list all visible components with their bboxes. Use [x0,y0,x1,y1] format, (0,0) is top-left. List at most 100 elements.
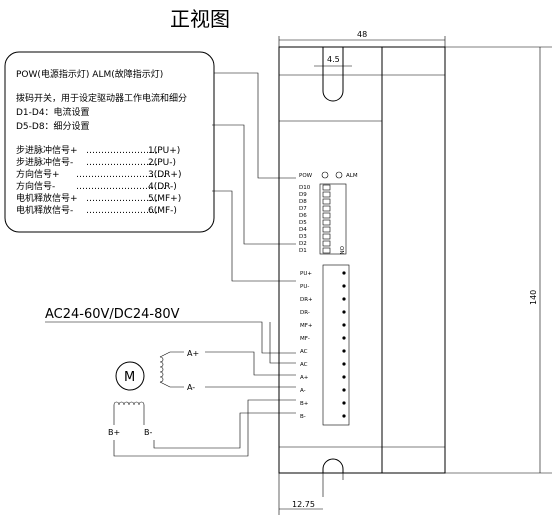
signal-row: 电机释放信号- …………………… 6(MF-) [16,204,177,216]
motor-icon [115,361,145,391]
phase-a-coil-icon [159,356,164,383]
dip-leader [212,124,296,245]
terminal-label: PU+ [300,271,312,277]
dip-toggle[interactable] [322,205,331,212]
signal-name: 电机释放信号+ [16,192,78,204]
signal-leader: …………………… [86,158,158,168]
pow-led-icon [321,171,329,179]
dip-toggle[interactable] [322,191,331,198]
signal-pin: 5(MF+) [148,194,181,204]
dip-toggle[interactable] [322,184,331,191]
signal-pin: 4(DR-) [148,182,177,192]
power-wire-2 [269,322,296,364]
dip-toggle[interactable] [322,212,331,219]
phase-b-plus-label: B+ [108,428,120,437]
terminal-label: B- [300,414,306,420]
dip-toggle[interactable] [322,198,331,205]
signal-name: 方向信号+ [16,168,60,180]
terminal-screw-icon[interactable] [342,362,346,366]
a-plus-wire [205,351,296,376]
phase-a-lead [159,381,184,388]
dip-toggle[interactable] [322,219,331,226]
terminal-label: AC [300,362,308,368]
dip-toggle[interactable] [322,233,331,240]
top-mount-slot [322,47,344,102]
dip-toggle[interactable] [322,240,331,247]
terminal-screw-icon[interactable] [342,375,346,379]
heatsink-side [381,46,446,474]
signal-name: 方向信号- [16,180,55,192]
signal-pin: 3(DR+) [148,170,181,180]
motor: M A+ A- B+ B- [108,349,199,437]
terminal-screw-icon[interactable] [342,388,346,392]
dip-toggle[interactable] [322,226,331,233]
front-panel [278,46,383,474]
dimensions: 48 4.5 140 12.75 [278,30,552,515]
led-leader [214,72,296,179]
terminal-label: A- [300,388,306,394]
dip-label: D6 [299,213,307,219]
phase-b-coil-icon [113,401,145,406]
b-plus-wire [113,399,296,457]
signal-name: 步进脉冲信号- [16,156,73,168]
terminal-screw-icon[interactable] [342,323,346,327]
dip-label: D5 [299,220,307,226]
signal-row: 方向信号- ………………………… 4(DR-) [16,180,177,192]
terminal-screw-icon[interactable] [342,310,346,314]
callout-box [4,51,215,233]
dip-label: D4 [299,227,307,233]
led-pow-label: POW [299,173,313,179]
dip-toggle[interactable] [322,247,331,254]
terminal-label: PU- [300,284,309,290]
phase-b-minus-label: B- [144,428,152,437]
dip-label: D3 [299,234,307,240]
terminal-label: AC [300,349,308,355]
terminal-label: DR+ [300,297,313,303]
signal-name: 电机释放信号- [16,204,73,216]
dip-label: D7 [299,206,307,212]
terminal-screw-icon[interactable] [342,414,346,418]
slot-dim-label: 4.5 [327,55,340,64]
signal-name: 步进脉冲信号+ [16,144,78,156]
terminal-screw-icon[interactable] [342,297,346,301]
signal-leader-line [212,190,296,282]
terminal-screw-icon[interactable] [342,401,346,405]
terminal-screw-icon[interactable] [342,349,346,353]
terminal-label: DR- [300,310,310,316]
page-title: 正视图 [170,7,230,31]
terminal-label: B+ [300,401,309,407]
leader-lines [212,72,296,282]
dip-label: D10 [299,185,311,191]
signal-leader: ………………………… [76,170,166,180]
dip-switch: D10 D9 D8 D7 D6 D5 D4 D3 D2 D1 ON [299,183,347,254]
signal-leader: ………………………… [76,182,166,192]
dip-label: D8 [299,199,307,205]
dip-description: 拨码开关，用于设定驱动器工作电流和细分 [16,92,187,104]
dip-on-label: ON [338,246,344,254]
terminal-block: PU+ PU- DR+ DR- MF+ MF- AC AC A+ A- B+ B… [300,264,350,426]
terminal-label: MF- [300,336,310,342]
terminal-label: A+ [300,375,309,381]
indicator-note: POW(电源指示灯) ALM(故障指示灯) [16,68,163,80]
signal-pin: 6(MF-) [148,206,177,216]
terminal-screw-icon[interactable] [342,336,346,340]
signal-leader: …………………… [86,194,158,204]
motor-wiring [113,351,296,457]
terminal-screw-icon[interactable] [342,284,346,288]
dip-label: D2 [299,241,307,247]
phase-a-minus-label: A- [187,383,195,392]
signal-leader: …………………… [86,146,158,156]
bottom-mount-slot [322,458,344,473]
terminal-screw-icon[interactable] [342,271,346,275]
alm-led-icon [335,171,343,179]
motor-symbol: M [124,370,135,385]
height-dim-label: 140 [529,290,538,305]
b-minus-wire [153,412,296,449]
phase-a-lead [159,351,184,358]
signal-row: 步进脉冲信号+ …………………… 1(PU+) [16,144,180,156]
terminal-housing [322,264,350,426]
signal-pin: 1(PU+) [148,146,180,156]
terminal-label: MF+ [300,323,313,329]
driver-body [278,46,446,497]
